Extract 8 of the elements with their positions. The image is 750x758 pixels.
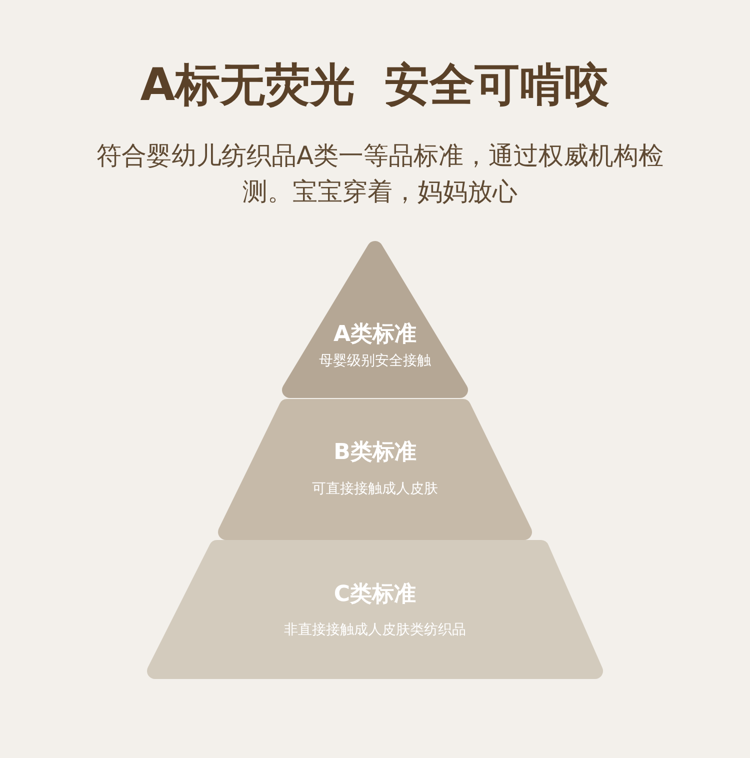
title: A标无荧光 安全可啃咬 [139,58,611,112]
tier-heading: B类标准 [332,440,418,466]
tier-description: 非直接接触成人皮肤类纺织品 [283,621,467,639]
subtitle: 符合婴幼儿纺织品A类一等品标准，通过权威机构检测。宝宝穿着，妈妈放心 [95,140,665,208]
tier-description: 母婴级别安全接触 [318,352,432,370]
tier-heading: A类标准 [332,322,418,348]
tier-heading: C类标准 [332,582,418,608]
tier-description: 可直接接触成人皮肤 [311,480,439,498]
